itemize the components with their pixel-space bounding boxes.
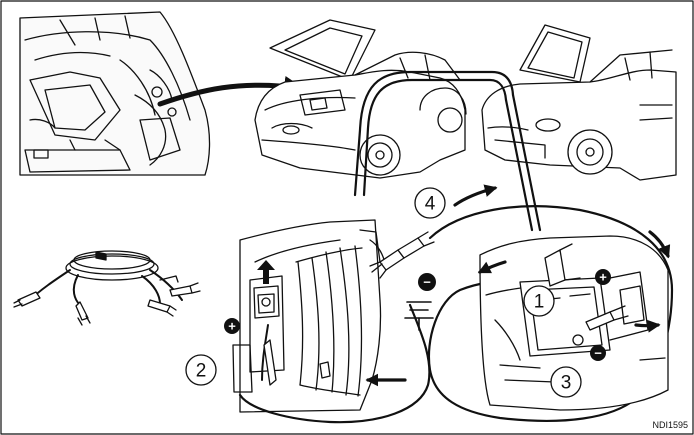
direction-arrows	[365, 184, 671, 387]
step-label-1: 1	[534, 292, 545, 313]
positive-sign-left: +	[228, 319, 236, 334]
negative-badge-ground: −	[418, 273, 436, 291]
arrow-battery-right	[634, 319, 661, 333]
positive-badge-right: +	[595, 269, 611, 285]
engine-bay-inset	[19, 11, 211, 176]
step-callout-4: 4	[414, 187, 446, 219]
negative-badge-right: −	[590, 345, 606, 361]
car-dead-battery	[254, 19, 467, 179]
step-callout-2: 2	[185, 354, 217, 386]
negative-sign-right: −	[594, 346, 602, 361]
arrow-left-loop	[477, 260, 507, 274]
ground-clamp	[371, 231, 435, 279]
car-booster	[481, 24, 677, 181]
cable-loop	[427, 205, 674, 422]
dead-battery-engine-bay	[232, 219, 387, 413]
step-callout-1: 1	[523, 285, 555, 317]
cable-loop-lower	[238, 303, 431, 424]
step-callout-3: 3	[550, 366, 582, 398]
positive-badge-left: +	[224, 318, 240, 334]
step-label-3: 3	[561, 373, 572, 394]
reference-code: NDI1595	[652, 420, 688, 430]
jumper-cable-coil	[13, 250, 201, 326]
step-label-2: 2	[196, 361, 207, 382]
positive-sign-right: +	[599, 270, 607, 285]
top-cable-pair	[353, 70, 542, 232]
step-label-4: 4	[425, 194, 436, 215]
up-arrow	[257, 260, 275, 284]
negative-sign-ground: −	[423, 275, 431, 290]
arrow-right-down	[648, 230, 671, 259]
arrow-step4-right	[453, 184, 498, 207]
